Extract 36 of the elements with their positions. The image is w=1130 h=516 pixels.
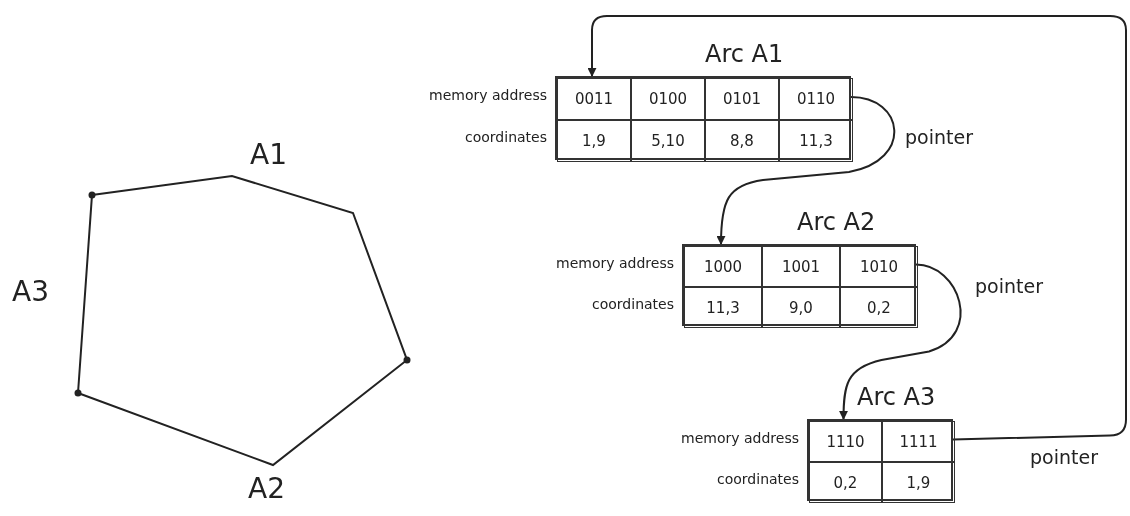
arc-label: A3 [12,275,49,308]
table-title: Arc A3 [857,383,936,411]
row-header: coordinates [717,470,799,487]
table-cell: 1110 [809,421,882,462]
table-cell: 1,9 [557,120,631,162]
table-title: Arc A2 [797,208,876,236]
table-cell: 0,2 [809,462,882,503]
row-header: memory address [681,429,799,446]
edge-label: pointer [973,275,1045,297]
table-cell: 11,3 [684,287,762,328]
table-cell: 5,10 [631,120,705,162]
pointer-arrow [839,263,962,420]
row-header: memory address [556,254,674,271]
table-cell: 0011 [557,78,631,120]
edge-label: pointer [903,126,975,148]
row-header: memory address [429,87,547,103]
table-cell: 8,8 [705,120,779,162]
pointer-arrow [587,15,1127,441]
table-cell: 0110 [779,78,853,120]
row-header: coordinates [592,295,674,312]
table-cell: 1111 [882,421,955,462]
table-cell: 11,3 [779,120,853,162]
table-cell: 1010 [840,246,918,287]
table-title: Arc A1 [705,40,784,68]
table-cell: 0,2 [840,287,918,328]
table-cell: 1000 [684,246,762,287]
arc-label: A1 [250,138,287,171]
row-header: coordinates [465,129,547,145]
table-cell: 1,9 [882,462,955,503]
pointer-arrow [716,96,896,245]
arc-label: A2 [248,472,285,505]
table-cell: 0100 [631,78,705,120]
table-cell: 0101 [705,78,779,120]
table-cell: 1001 [762,246,840,287]
edge-label: pointer [1028,446,1100,468]
table-cell: 9,0 [762,287,840,328]
